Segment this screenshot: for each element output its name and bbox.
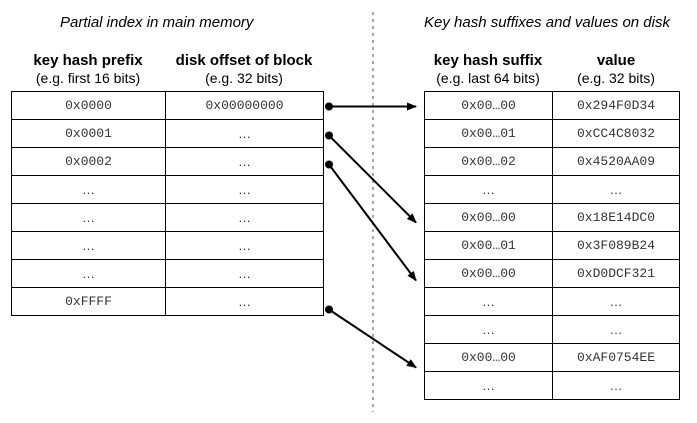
disk-suffix-cell: 0x00…00 — [425, 92, 553, 120]
right-col2-title: value — [596, 52, 636, 69]
index-row: 0xFFFF … — [12, 288, 324, 316]
disk-row: 0x00…02 0x4520AA09 — [425, 148, 680, 176]
index-prefix-cell: 0x0000 — [12, 92, 166, 120]
pointer-origin-dot — [325, 160, 333, 169]
disk-row: 0x00…01 0xCC4C8032 — [425, 120, 680, 148]
index-row: 0x0002 … — [12, 148, 324, 176]
index-prefix-cell: 0x0002 — [12, 148, 166, 176]
partial-index-table: 0x0000 0x00000000 0x0001 … 0x0002 … … … … — [11, 91, 324, 316]
index-prefix-cell: … — [12, 232, 166, 260]
right-section-title: Key hash suffixes and values on disk — [424, 14, 670, 31]
index-prefix-cell: … — [12, 204, 166, 232]
index-row: … … — [12, 260, 324, 288]
disk-value-cell: 0x3F089B24 — [553, 232, 680, 260]
disk-row: 0x00…00 0x18E14DC0 — [425, 204, 680, 232]
right-col1-title: key hash suffix — [433, 52, 543, 69]
left-section-title: Partial index in main memory — [60, 14, 254, 31]
pointer-arrow — [325, 102, 417, 111]
index-offset-cell: … — [166, 204, 324, 232]
pointer-arrows — [325, 102, 417, 369]
pointer-line — [328, 163, 417, 282]
disk-row: 0x00…00 0xAF0754EE — [425, 344, 680, 372]
disk-row: 0x00…01 0x3F089B24 — [425, 232, 680, 260]
index-offset-cell: … — [166, 232, 324, 260]
index-offset-cell: … — [166, 120, 324, 148]
disk-row: 0x00…00 0x294F0D34 — [425, 92, 680, 120]
index-row: … … — [12, 204, 324, 232]
disk-value-cell: 0xD0DCF321 — [553, 260, 680, 288]
right-col1-header: key hash suffix (e.g. last 64 bits) — [424, 52, 552, 86]
right-col2-subtitle: (e.g. 32 bits) — [577, 70, 655, 86]
index-row: 0x0000 0x00000000 — [12, 92, 324, 120]
left-col2-subtitle: (e.g. 32 bits) — [205, 70, 283, 86]
disk-suffix-cell: 0x00…01 — [425, 120, 553, 148]
disk-row: 0x00…00 0xD0DCF321 — [425, 260, 680, 288]
index-prefix-cell: … — [12, 176, 166, 204]
disk-suffix-cell: 0x00…00 — [425, 260, 553, 288]
left-col1-title: key hash prefix — [33, 52, 143, 69]
index-offset-cell: … — [166, 288, 324, 316]
pointer-arrow — [325, 131, 417, 224]
index-prefix-cell: … — [12, 260, 166, 288]
left-col1-header: key hash prefix (e.g. first 16 bits) — [11, 52, 165, 86]
pointer-arrow — [325, 160, 417, 282]
index-offset-cell: … — [166, 148, 324, 176]
disk-suffix-cell: … — [425, 176, 553, 204]
pointer-line — [328, 134, 417, 224]
pointer-arrow — [325, 305, 417, 369]
right-col2-header: value (e.g. 32 bits) — [552, 52, 680, 86]
index-row: … … — [12, 232, 324, 260]
pointer-origin-dot — [325, 305, 333, 314]
left-col1-subtitle: (e.g. first 16 bits) — [35, 70, 141, 86]
disk-row: … … — [425, 372, 680, 400]
pointer-origin-dot — [325, 102, 333, 111]
disk-value-cell: … — [553, 288, 680, 316]
pointer-origin-dot — [325, 131, 333, 140]
disk-row: … … — [425, 316, 680, 344]
index-offset-cell: … — [166, 176, 324, 204]
disk-suffix-cell: … — [425, 288, 553, 316]
disk-value-cell: … — [553, 372, 680, 400]
pointer-line — [328, 308, 417, 369]
index-offset-cell: … — [166, 260, 324, 288]
right-col1-subtitle: (e.g. last 64 bits) — [436, 70, 540, 86]
left-col2-title: disk offset of block — [175, 52, 313, 69]
left-col2-header: disk offset of block (e.g. 32 bits) — [165, 52, 323, 86]
disk-suffix-cell: … — [425, 372, 553, 400]
index-offset-cell: 0x00000000 — [166, 92, 324, 120]
disk-value-cell: 0x294F0D34 — [553, 92, 680, 120]
disk-suffix-cell: 0x00…00 — [425, 344, 553, 372]
index-row: … … — [12, 176, 324, 204]
index-prefix-cell: 0xFFFF — [12, 288, 166, 316]
disk-value-cell: 0x18E14DC0 — [553, 204, 680, 232]
index-row: 0x0001 … — [12, 120, 324, 148]
disk-value-cell: … — [553, 176, 680, 204]
disk-value-cell: … — [553, 316, 680, 344]
disk-value-cell: 0xAF0754EE — [553, 344, 680, 372]
disk-table: 0x00…00 0x294F0D34 0x00…01 0xCC4C8032 0x… — [424, 91, 680, 400]
disk-value-cell: 0x4520AA09 — [553, 148, 680, 176]
disk-row: … … — [425, 176, 680, 204]
disk-row: … … — [425, 288, 680, 316]
index-prefix-cell: 0x0001 — [12, 120, 166, 148]
disk-suffix-cell: 0x00…00 — [425, 204, 553, 232]
disk-suffix-cell: 0x00…01 — [425, 232, 553, 260]
disk-value-cell: 0xCC4C8032 — [553, 120, 680, 148]
disk-suffix-cell: 0x00…02 — [425, 148, 553, 176]
disk-suffix-cell: … — [425, 316, 553, 344]
